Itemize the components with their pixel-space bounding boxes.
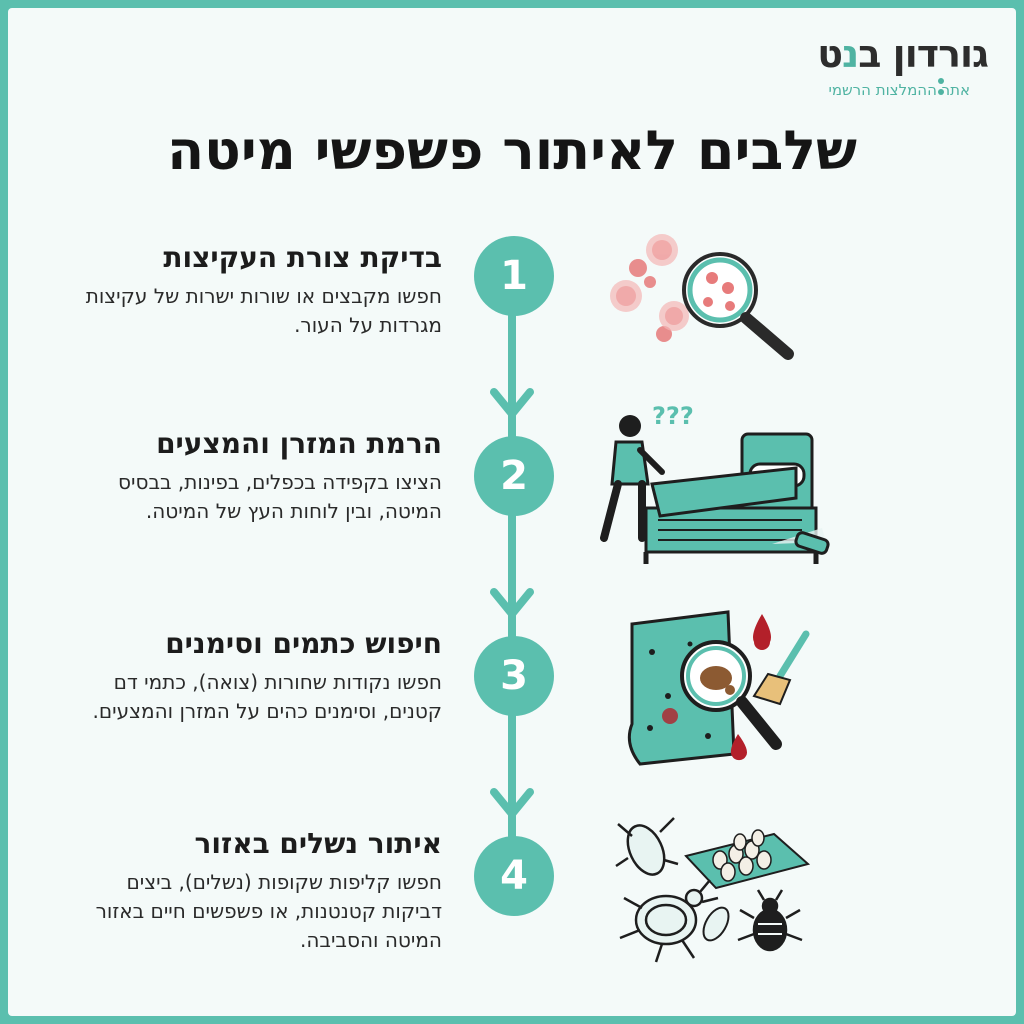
brand-dots-icon <box>936 78 944 100</box>
brand-name-accent: נ <box>842 32 859 76</box>
step-4: איתור נשלים באזור חפשו קליפות שקופות (נש… <box>82 826 442 955</box>
step-3: חיפוש כתמים וסימנים חפשו נקודות שחורות (… <box>82 626 442 726</box>
bugs-and-eggs-icon <box>615 817 811 963</box>
brand-name: גורדון בנט <box>817 30 989 78</box>
person-lifting-mattress-icon: ??? <box>600 402 830 564</box>
step-title: בדיקת צורת העקיצות <box>163 241 442 274</box>
step-number-badge: 4 <box>474 836 554 916</box>
step-title: הרמת המזרן והמצעים <box>156 427 442 460</box>
arrow-down-icon <box>490 588 534 618</box>
question-marks: ??? <box>652 402 694 430</box>
brand-name-main: גורדון ב <box>858 32 989 76</box>
step-title: חיפוש כתמים וסימנים <box>165 627 442 660</box>
brand-name-end: ט <box>817 32 843 76</box>
step-1: בדיקת צורת העקיצות חפשו מקבצים או שורות … <box>82 240 442 340</box>
step-number-badge: 2 <box>474 436 554 516</box>
step-description: הציצו בקפידה בכפלים, בפינות, בבסיס המיטה… <box>118 470 442 523</box>
arrow-down-icon <box>490 788 534 818</box>
step-2: הרמת המזרן והמצעים הציצו בקפידה בכפלים, … <box>82 426 442 526</box>
brand-tagline: אתר ההמלצות הרשמי <box>828 81 970 99</box>
step-number-badge: 3 <box>474 636 554 716</box>
infographic-frame: גורדון בנט אתר ההמלצות הרשמי שלבים לאיתו… <box>8 8 1016 1016</box>
timeline-line <box>508 248 516 848</box>
step-description: חפשו מקבצים או שורות ישרות של עקיצות מגר… <box>85 284 442 337</box>
step-description: חפשו קליפות שקופות (נשלים), ביצים דביקות… <box>95 870 442 952</box>
brand-logo[interactable]: גורדון בנט אתר ההמלצות הרשמי <box>728 30 989 110</box>
step-description: חפשו נקודות שחורות (צואה), כתמי דם קטנים… <box>92 670 442 723</box>
step-number-badge: 1 <box>474 236 554 316</box>
arrow-down-icon <box>490 388 534 418</box>
page-title: שלבים לאיתור פשפשי מיטה <box>167 119 857 182</box>
stained-sheet-magnifier-icon <box>627 610 810 766</box>
magnifier-bites-icon <box>610 234 794 360</box>
step-title: איתור נשלים באזור <box>194 827 442 860</box>
